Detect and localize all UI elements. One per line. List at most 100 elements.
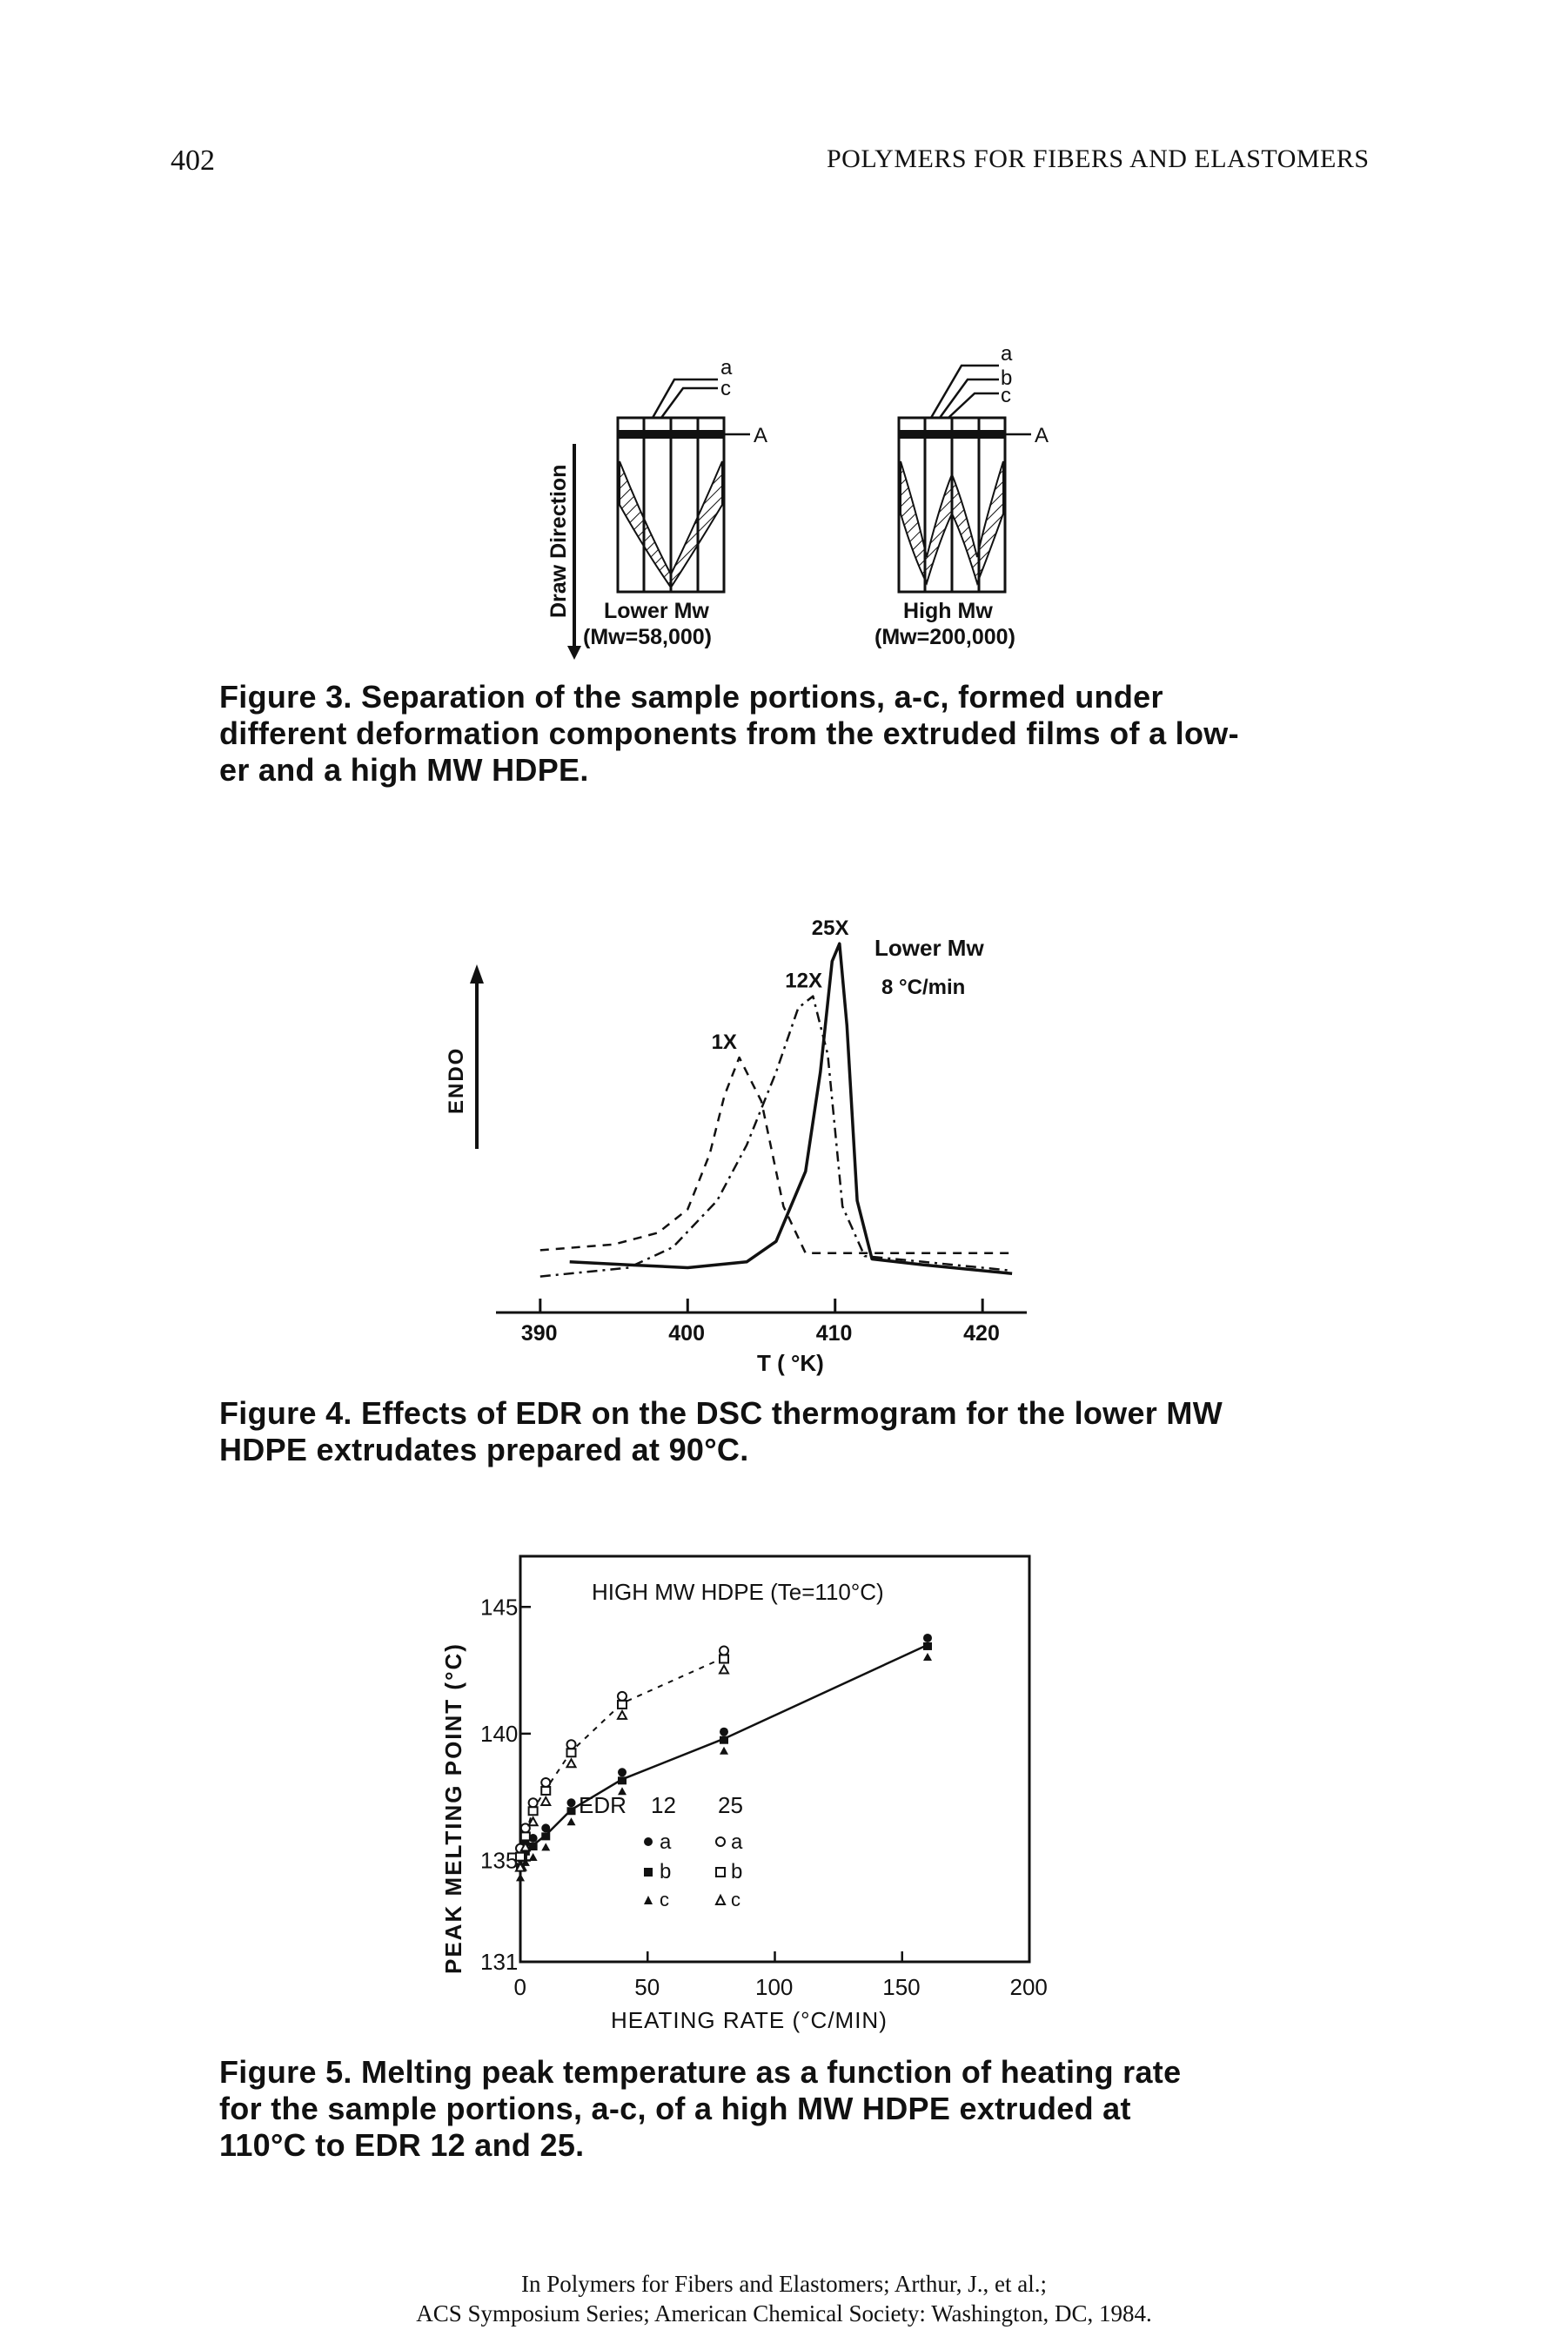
data-point-b — [541, 1832, 551, 1841]
legend-col-12: 12 — [651, 1792, 676, 1818]
figure-3-drawing: Draw Direction a c A Lower Mw (Mw=58,000… — [546, 342, 1049, 660]
data-point-c — [539, 1795, 552, 1806]
high-mw-tag-c: c — [1001, 384, 1011, 407]
caption-line: Figure 5. Melting peak temperature as a … — [219, 2054, 1182, 2090]
x-tick-label: 100 — [755, 1974, 793, 2000]
high-mw-tag-A: A — [1035, 424, 1049, 447]
data-point-b — [566, 1748, 577, 1758]
chart-title: HIGH MW HDPE (Te=110°C) — [592, 1579, 884, 1605]
data-point-a — [528, 1834, 538, 1843]
data-point-b — [923, 1642, 932, 1650]
annotation-rate: 8 °C/min — [881, 976, 965, 999]
endo-arrow — [470, 964, 484, 1149]
lower-mw-tag-A: A — [754, 424, 767, 447]
data-point-b — [540, 1785, 552, 1796]
legend-title: EDR — [579, 1792, 627, 1818]
data-point-c — [520, 1857, 530, 1866]
data-point-c — [519, 1841, 532, 1852]
caption-line: 110°C to EDR 12 and 25. — [219, 2127, 585, 2163]
data-point-c — [541, 1843, 551, 1851]
data-point-b — [719, 1654, 729, 1664]
x-axis-label: T ( °K) — [757, 1350, 824, 1376]
annotation-lower-mw: Lower Mw — [874, 935, 984, 961]
data-point-c — [526, 1816, 539, 1827]
figure-3-caption: Figure 3. Separation of the sample porti… — [219, 679, 1377, 789]
data-point-a — [566, 1798, 576, 1808]
y-tick-label: 145 — [480, 1594, 518, 1620]
legend-marker-12a — [644, 1837, 653, 1846]
data-point-a — [617, 1690, 627, 1702]
high-mw-sample — [897, 364, 1031, 594]
lower-mw-tag-a: a — [720, 356, 733, 379]
data-point-c — [516, 1873, 525, 1882]
data-point-c — [618, 1787, 627, 1796]
legend-row-25b: b — [731, 1860, 742, 1883]
x-axis-label: HEATING RATE (°C/MIN) — [611, 2007, 888, 2033]
fit-curve-filled — [519, 1643, 928, 1866]
data-point-b — [720, 1736, 728, 1744]
series-label-12X: 12X — [785, 970, 822, 993]
series-line-25X — [569, 942, 1013, 1275]
data-point-b — [515, 1851, 526, 1862]
endo-label: ENDO — [445, 1047, 468, 1114]
data-point-c — [720, 1746, 728, 1755]
data-point-a — [566, 1739, 577, 1750]
plot-frame — [519, 1554, 1031, 1964]
x-tick-label: 150 — [882, 1974, 920, 2000]
data-point-a — [923, 1633, 932, 1642]
data-point-b — [566, 1807, 576, 1816]
data-point-c — [514, 1861, 526, 1872]
data-point-c — [565, 1757, 578, 1769]
data-point-a — [541, 1823, 551, 1833]
y-axis-label: PEAK MELTING POINT (°C) — [440, 1642, 466, 1974]
x-tick-label: 410 — [816, 1321, 853, 1346]
draw-direction-label: Draw Direction — [546, 465, 571, 618]
legend: EDR 12 25 a b c a b c — [579, 1792, 743, 1910]
data-point-b — [617, 1699, 627, 1709]
x-tick-label: 0 — [514, 1974, 526, 2000]
legend-row-25c: c — [731, 1889, 740, 1910]
series-line-1X — [539, 1056, 1013, 1255]
lower-mw-tag-c: c — [720, 377, 731, 400]
x-tick-label: 50 — [634, 1974, 660, 2000]
lower-mw-value: (Mw=58,000) — [583, 625, 712, 649]
series-label-1X: 1X — [712, 1031, 737, 1054]
x-tick-label: 400 — [668, 1321, 705, 1346]
legend-marker-25b — [715, 1867, 726, 1877]
data-point-a — [618, 1768, 627, 1777]
caption-line: for the sample portions, a-c, of a high … — [219, 2091, 1131, 2126]
figure-5-caption: Figure 5. Melting peak temperature as a … — [219, 2054, 1377, 2164]
legend-marker-12b — [644, 1868, 653, 1877]
data-point-b — [519, 1831, 531, 1842]
series-label-25X: 25X — [812, 916, 849, 940]
footer-citation-line-1: In Polymers for Fibers and Elastomers; A… — [520, 2271, 1048, 2297]
y-tick-label: 131 — [480, 1949, 518, 1975]
data-point-b — [527, 1806, 539, 1816]
high-mw-value: (Mw=200,000) — [874, 625, 1015, 649]
legend-row-12c: c — [660, 1889, 669, 1910]
data-point-c — [616, 1709, 628, 1720]
caption-line: er and a high MW HDPE. — [219, 752, 589, 788]
running-title: POLYMERS FOR FIBERS AND ELASTOMERS — [827, 144, 1370, 173]
legend-row-25a: a — [731, 1830, 743, 1854]
fit-curve-open — [519, 1656, 725, 1856]
x-tick-label: 420 — [963, 1321, 1000, 1346]
high-mw-label: High Mw — [903, 599, 993, 623]
data-point-b — [618, 1776, 627, 1785]
figure-4-caption: Figure 4. Effects of EDR on the DSC ther… — [219, 1395, 1377, 1468]
data-point-c — [528, 1853, 538, 1862]
data-point-b — [528, 1843, 538, 1851]
legend-marker-25a — [715, 1836, 726, 1847]
lower-mw-sample — [616, 378, 750, 594]
caption-line: HDPE extrudates prepared at 90°C. — [219, 1432, 749, 1467]
x-tick-label: 390 — [521, 1321, 558, 1346]
data-point-a — [719, 1645, 729, 1656]
legend-row-12b: b — [660, 1860, 671, 1883]
footer-citation-line-2: ACS Symposium Series; American Chemical … — [416, 2300, 1152, 2326]
draw-direction-arrow — [567, 444, 581, 660]
page-number: 402 — [171, 144, 215, 177]
data-point-c — [923, 1652, 932, 1661]
data-point-c — [566, 1817, 576, 1826]
figure-5-chart: PEAK MELTING POINT (°C) HIGH MW HDPE (Te… — [440, 1554, 1048, 2033]
legend-row-12a: a — [660, 1830, 672, 1854]
